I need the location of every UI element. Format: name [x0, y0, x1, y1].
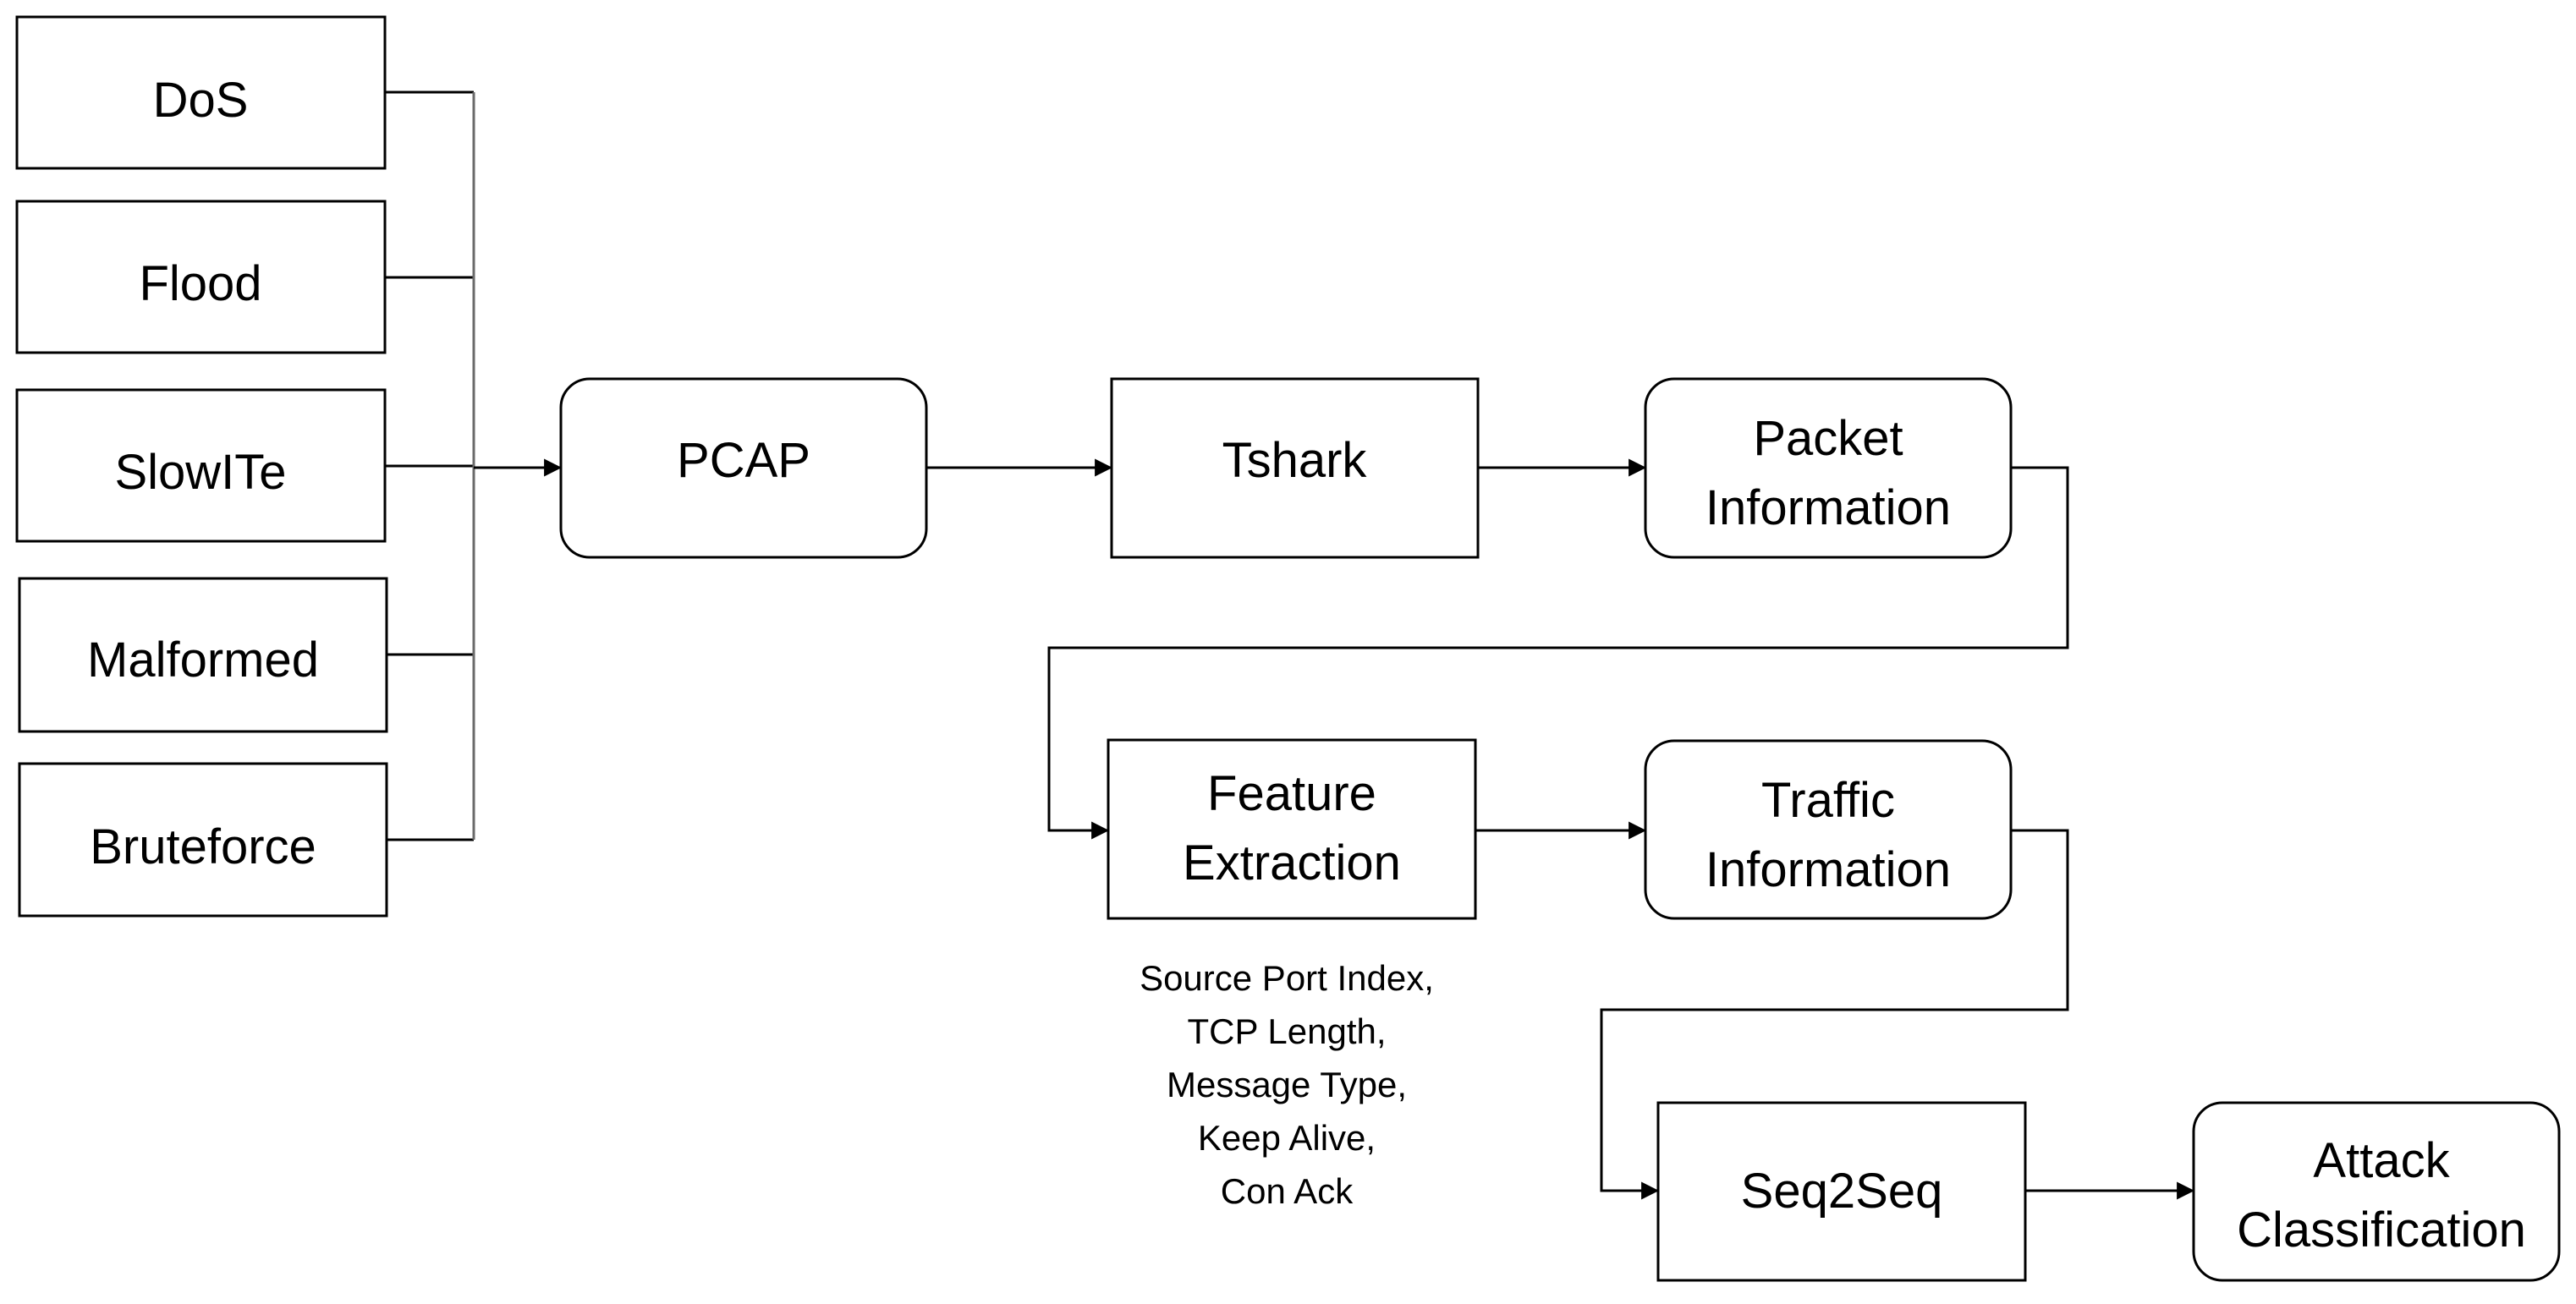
feature-item-tcp-length: TCP Length,: [1187, 1011, 1386, 1051]
node-attack-classification: Attack Classification: [2192, 1101, 2561, 1282]
node-pcap: PCAP: [559, 377, 928, 559]
node-traffic-information: Traffic Information: [1644, 739, 2013, 920]
arrow-packet-to-feature-extraction: [1047, 466, 2069, 840]
seq2seq-label: Seq2Seq: [1741, 1164, 1943, 1219]
feature-item-con-ack: Con Ack: [1221, 1171, 1354, 1211]
source-label-malformed: Malformed: [87, 633, 319, 688]
traffic-information-line2: Information: [1705, 842, 1951, 897]
feature-item-source-port-index: Source Port Index,: [1140, 958, 1434, 998]
source-box-slowite: SlowITe: [15, 388, 387, 543]
attack-classification-line1: Attack: [2313, 1133, 2450, 1188]
source-bus-connector: [385, 90, 563, 841]
tshark-label: Tshark: [1222, 433, 1368, 488]
source-box-flood: Flood: [15, 200, 387, 354]
feature-list-note: Source Port Index, TCP Length, Message T…: [1140, 958, 1434, 1211]
source-box-bruteforce: Bruteforce: [18, 762, 388, 918]
source-label-dos: DoS: [153, 73, 249, 128]
packet-information-line2: Information: [1705, 480, 1951, 535]
node-feature-extraction: Feature Extraction: [1107, 738, 1477, 920]
node-packet-information: Packet Information: [1644, 377, 2013, 559]
node-seq2seq: Seq2Seq: [1656, 1101, 2027, 1282]
attack-classification-line2: Classification: [2237, 1203, 2526, 1257]
traffic-information-line1: Traffic: [1761, 773, 1895, 828]
feature-item-keep-alive: Keep Alive,: [1198, 1118, 1376, 1158]
pcap-label: PCAP: [677, 433, 810, 488]
source-label-flood: Flood: [139, 256, 261, 311]
feature-item-message-type: Message Type,: [1167, 1065, 1407, 1104]
source-box-malformed: Malformed: [18, 577, 388, 733]
feature-extraction-line2: Extraction: [1183, 836, 1401, 890]
source-label-bruteforce: Bruteforce: [90, 819, 316, 874]
packet-information-line1: Packet: [1753, 411, 1903, 466]
source-label-slowite: SlowITe: [114, 445, 286, 500]
node-tshark: Tshark: [1110, 377, 1480, 559]
source-box-dos: DoS: [15, 15, 387, 170]
feature-extraction-line1: Feature: [1207, 766, 1376, 821]
arrow-traffic-to-seq2seq: [1600, 829, 2069, 1200]
